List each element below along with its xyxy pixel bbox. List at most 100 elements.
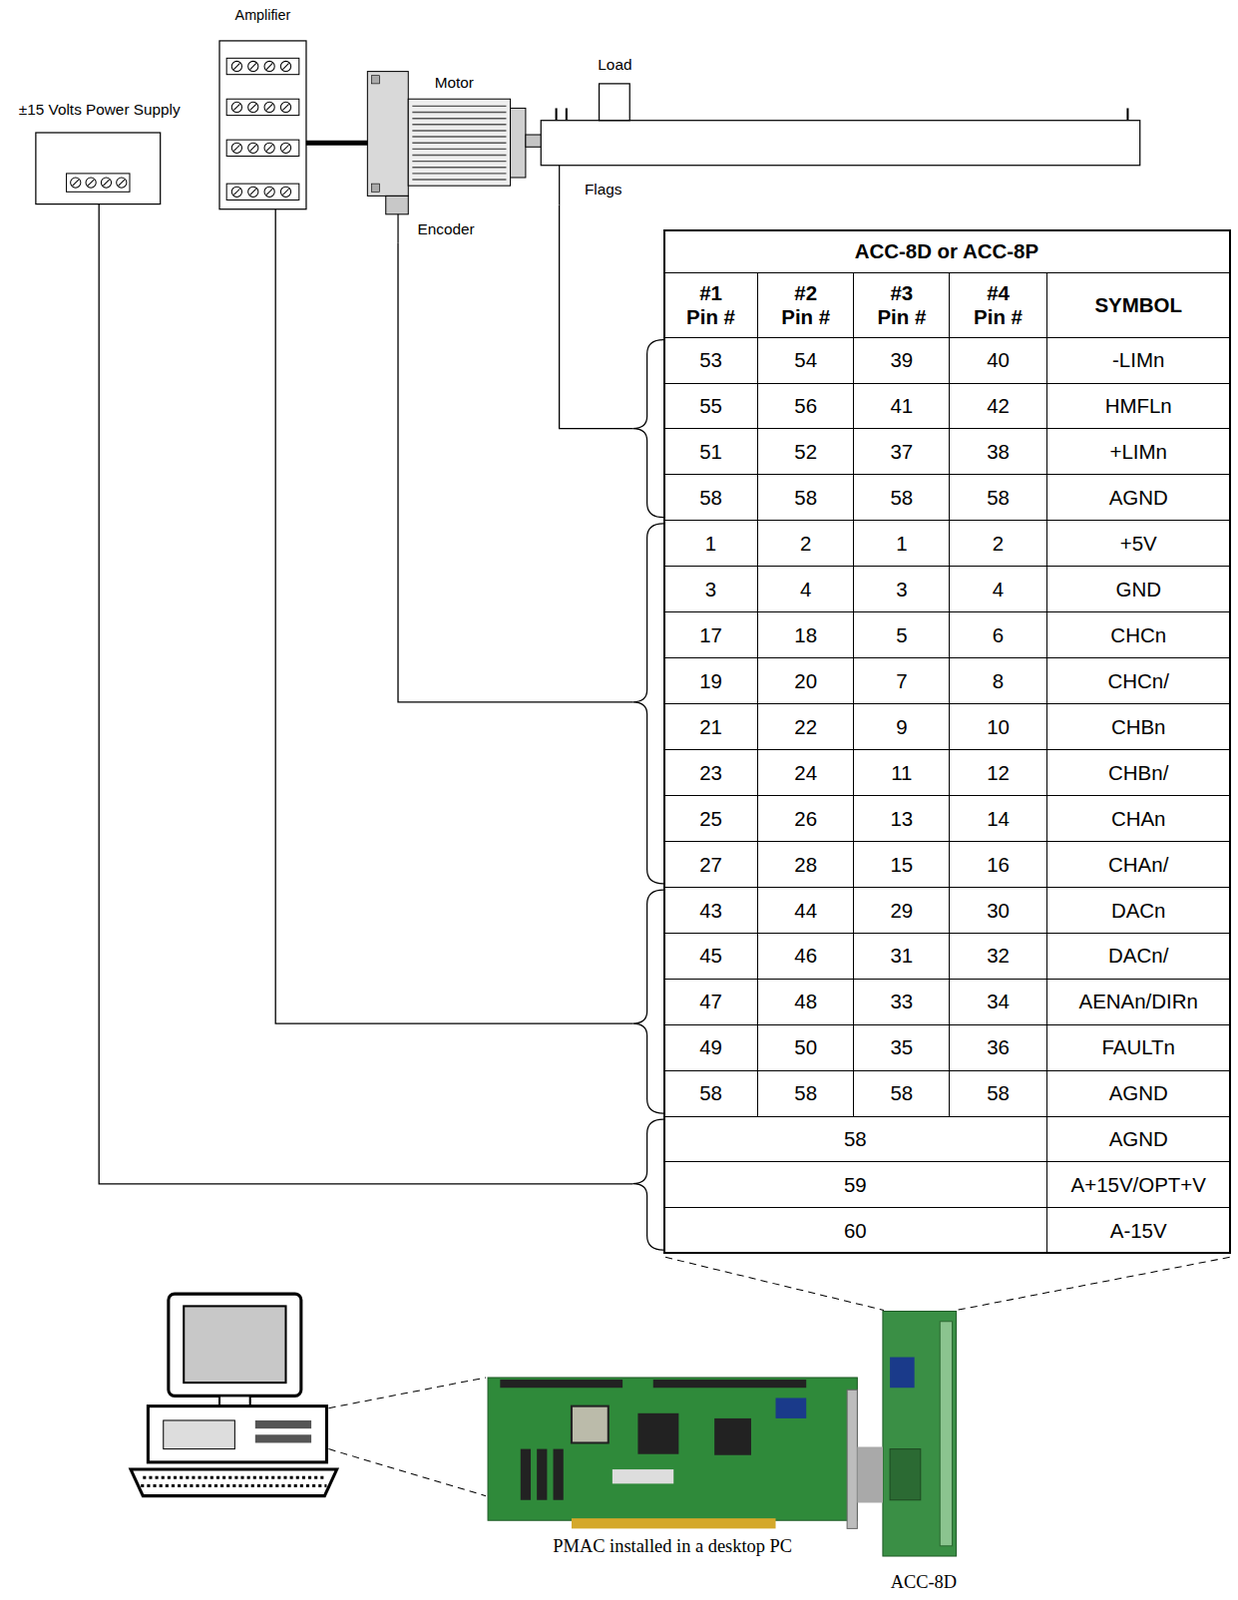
table-text: 3: [895, 577, 907, 602]
table-text: 46: [794, 943, 818, 968]
table-text: 27: [699, 852, 723, 877]
table-cell: 22: [757, 703, 854, 751]
table-cell: 19: [663, 657, 759, 705]
linear-stage: [540, 83, 1140, 206]
table-text: 48: [794, 989, 818, 1014]
table-text: 1: [705, 531, 717, 556]
table-cell: 29: [852, 886, 950, 934]
table-text: AGND: [1109, 485, 1169, 510]
table-text: 45: [699, 943, 723, 968]
table-cell: 52: [757, 427, 854, 475]
node-label: ±15 Volts Power Supply: [4, 98, 194, 119]
table-text: 54: [794, 348, 818, 373]
table-text: 26: [794, 807, 818, 831]
table-text: 58: [843, 1127, 867, 1152]
table-cell: 12: [948, 749, 1047, 797]
table-text: 36: [986, 1035, 1010, 1060]
table-text: 58: [889, 485, 913, 510]
table-cell: 3: [663, 565, 759, 613]
table-cell: 8: [948, 657, 1047, 705]
table-text: 30: [986, 898, 1010, 923]
table-cell: 1: [852, 519, 950, 567]
table-text: 29: [889, 898, 913, 923]
table-cell: 54: [757, 337, 854, 385]
table-text: 43: [699, 898, 723, 923]
table-cell: 10: [948, 703, 1047, 751]
table-cell: 27: [663, 840, 759, 888]
table-text: A-15V: [1110, 1219, 1168, 1243]
wire-connector: [398, 243, 633, 703]
wire-connector: [98, 204, 633, 1185]
table-cell: 9: [852, 703, 950, 751]
stage-box: Flags: [540, 107, 1141, 205]
load-block: [599, 83, 631, 121]
table-text: 18: [794, 623, 818, 648]
table-text: 9: [895, 715, 907, 740]
table-text: 4: [992, 577, 1004, 602]
table-cell: 55: [663, 383, 759, 430]
table-text: 23: [699, 761, 723, 786]
column-header: #2 Pin #: [778, 281, 834, 329]
table-cell: 2: [948, 519, 1047, 567]
table-cell: 48: [757, 978, 854, 1026]
table-cell: 7: [852, 657, 950, 705]
table-cell: 24: [757, 749, 854, 797]
table-cell: DACn: [1046, 886, 1232, 934]
table-text: 58: [699, 1081, 723, 1106]
table-text: 56: [794, 394, 818, 418]
table-cell: 21: [663, 703, 759, 751]
table-cell: AGND: [1046, 473, 1232, 521]
table-cell: 28: [757, 840, 854, 888]
encoder-box: Encoder: [383, 195, 485, 243]
table-cell: 30: [948, 886, 1047, 934]
table-cell: 58: [663, 473, 759, 521]
table-cell: 59: [663, 1161, 1048, 1209]
table-text: 15: [889, 852, 913, 877]
table-text: 44: [794, 898, 818, 923]
table-cell: GND: [1046, 565, 1232, 613]
table-cell: 41: [852, 383, 950, 430]
table-cell: SYMBOL: [1046, 272, 1232, 338]
table-cell: 46: [757, 932, 854, 980]
table-text: 33: [889, 989, 913, 1014]
amplifier-unit: [219, 40, 307, 210]
table-cell: 16: [948, 840, 1047, 888]
table-cell: 13: [852, 795, 950, 842]
table-text: 53: [699, 348, 723, 373]
table-text: CHAn: [1111, 807, 1167, 831]
table-cell: 25: [663, 795, 759, 842]
table-cell: 58: [663, 1070, 759, 1118]
table-text: SYMBOL: [1094, 293, 1183, 318]
table-text: 8: [992, 669, 1004, 694]
table-cell: 53: [663, 337, 759, 385]
table-cell: +LIMn: [1046, 427, 1232, 475]
table-text: FAULTn: [1101, 1035, 1176, 1060]
table-cell: 58: [852, 1070, 950, 1118]
table-text: 21: [699, 715, 723, 740]
pmac-card: [487, 1377, 857, 1529]
table-text: 11: [890, 761, 912, 786]
table-text: 3: [705, 577, 717, 602]
table-cell: 60: [663, 1207, 1048, 1254]
table-cell: 32: [948, 932, 1047, 980]
wire-stub: [397, 214, 399, 244]
table-text: 49: [699, 1035, 723, 1060]
table-cell: 37: [852, 427, 950, 475]
table-text: 7: [895, 669, 907, 694]
table-text: 4: [800, 577, 812, 602]
table-cell: 39: [852, 337, 950, 385]
table-cell: 49: [663, 1024, 759, 1072]
table-cell: 58: [948, 1070, 1047, 1118]
table-cell: #2 Pin #: [757, 272, 854, 338]
motor-box: Motor: [367, 69, 526, 197]
table-cell: CHCn/: [1046, 657, 1232, 705]
table-cell: 4: [757, 565, 854, 613]
table-text: CHAn/: [1108, 852, 1169, 877]
table-text: 16: [986, 852, 1010, 877]
table-text: 39: [889, 348, 913, 373]
wire-stub: [558, 165, 560, 206]
table-text: 20: [794, 669, 818, 694]
table-text: CHCn: [1110, 623, 1167, 648]
table-text: AENAn/DIRn: [1079, 989, 1199, 1014]
